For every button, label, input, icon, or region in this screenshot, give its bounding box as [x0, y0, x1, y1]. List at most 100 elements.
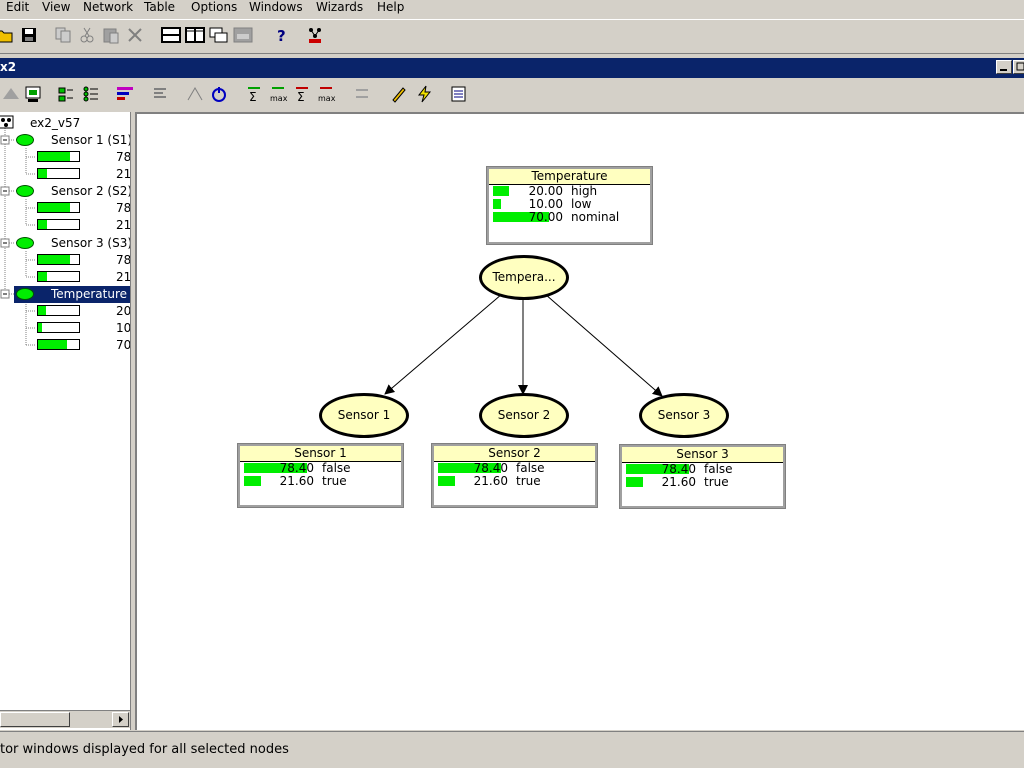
align-button[interactable]	[150, 83, 172, 105]
node-temperature[interactable]: Tempera...	[479, 255, 569, 300]
network-canvas[interactable]: Temperature 20.00 high 10.00 low 70.00 n…	[135, 112, 1024, 730]
tree-bar-sensor-1-false	[37, 151, 80, 162]
print-button[interactable]	[22, 83, 44, 105]
menu-edit[interactable]: Edit	[6, 0, 30, 14]
max-propagate-button[interactable]: max	[268, 83, 290, 105]
collapse-tree-button[interactable]	[80, 83, 102, 105]
tree-bar-sensor-2-false	[37, 202, 80, 213]
layout-icon	[187, 87, 203, 101]
window-icon	[233, 27, 253, 43]
cascade-button[interactable]	[208, 24, 230, 46]
sum-normal-button[interactable]: Σ	[292, 83, 314, 105]
svg-text:Σ: Σ	[249, 90, 257, 103]
tree-root-label[interactable]: ex2_v57	[30, 116, 81, 130]
sensor-2-monitor[interactable]: Sensor 2 78.40 false 21.60 true	[431, 443, 598, 508]
disabled-action-button[interactable]	[352, 83, 374, 105]
tree-horizontal-scrollbar[interactable]	[0, 710, 130, 728]
report-button[interactable]	[448, 83, 470, 105]
network-wizard-button[interactable]	[304, 24, 326, 46]
tree-node-sensor-1[interactable]: Sensor 1 (S1)	[51, 133, 131, 147]
temperature-monitor[interactable]: Temperature 20.00 high 10.00 low 70.00 n…	[486, 166, 653, 245]
state-label: false	[704, 462, 733, 476]
monitor-icon	[25, 86, 41, 102]
sensor-3-monitor[interactable]: Sensor 3 78.40 false 21.60 true	[619, 444, 786, 509]
menu-view[interactable]: View	[42, 0, 71, 14]
node-sensor-3[interactable]: Sensor 3	[639, 393, 729, 438]
restore-button[interactable]	[1013, 60, 1024, 74]
minimize-button[interactable]	[996, 60, 1012, 74]
state-label: nominal	[571, 210, 620, 224]
node-chance-icon	[16, 134, 34, 146]
split-vertical-icon	[185, 27, 205, 43]
monitor-row: 21.60 true	[240, 475, 401, 488]
pencil-icon	[392, 87, 406, 103]
tree-value: 20	[116, 304, 131, 318]
menu-table[interactable]: Table	[144, 0, 176, 14]
edge-temperature-sensor-3	[544, 293, 663, 397]
disabled-arrows-icon	[356, 89, 368, 98]
paste-button[interactable]	[100, 24, 122, 46]
tree-node-sensor-3[interactable]: Sensor 3 (S3)	[51, 236, 131, 250]
node-tree-pane[interactable]: ex2_v57 Sensor 1 (S1) 78 21 Sensor 2 (S2…	[0, 112, 131, 730]
sensor-1-monitor[interactable]: Sensor 1 78.40 false 21.60 true	[237, 443, 404, 508]
scrollbar-thumb[interactable]	[0, 712, 70, 727]
lightning-button[interactable]	[414, 83, 436, 105]
menu-wizards[interactable]: Wizards	[316, 0, 364, 14]
state-label: true	[516, 474, 541, 488]
layout-button[interactable]	[184, 83, 206, 105]
tree-bar-sensor-1-true	[37, 168, 80, 179]
document-title-bar: x2	[0, 58, 1024, 78]
tree-node-sensor-2[interactable]: Sensor 2 (S2)	[51, 184, 131, 198]
probability-value: 21.60	[661, 475, 696, 489]
probability-value: 10.00	[528, 197, 563, 211]
node-sensor-1[interactable]: Sensor 1	[319, 393, 409, 438]
retract-button[interactable]	[208, 83, 230, 105]
probability-value: 20.00	[528, 184, 563, 198]
document-title: x2	[0, 60, 17, 74]
state-label: high	[571, 184, 598, 198]
pencil-button[interactable]	[388, 83, 410, 105]
probability-value: 70.00	[528, 210, 563, 224]
monitor-row: 10.00 low	[489, 198, 650, 211]
compile-icon	[3, 88, 19, 99]
tree-bar-temperature-nominal	[37, 339, 80, 350]
expand-tree-button[interactable]	[56, 83, 78, 105]
delete-button[interactable]	[124, 24, 146, 46]
menu-windows[interactable]: Windows	[249, 0, 303, 14]
menu-options[interactable]: Options	[191, 0, 238, 14]
bar-chart-icon	[117, 87, 133, 100]
tree-value: 10	[116, 321, 131, 335]
tree-value: 21	[116, 270, 131, 284]
split-horizontal-icon	[161, 27, 181, 43]
status-bar: tor windows displayed for all selected n…	[0, 731, 1024, 768]
monitor-row: 78.40 false	[240, 462, 401, 475]
menu-help[interactable]: Help	[377, 0, 405, 14]
split-horizontal-button[interactable]	[160, 24, 182, 46]
help-button[interactable]: ?	[270, 24, 292, 46]
svg-text:Σ: Σ	[297, 90, 305, 103]
sum-propagate-icon: Σ	[248, 87, 260, 103]
network-toolbar: Σ max Σ max	[0, 78, 1024, 112]
sum-propagate-button[interactable]: Σ	[244, 83, 266, 105]
menu-network[interactable]: Network	[83, 0, 134, 14]
split-vertical-button[interactable]	[184, 24, 206, 46]
window-button[interactable]	[232, 24, 254, 46]
monitor-row: 70.00 nominal	[489, 211, 650, 224]
open-button[interactable]	[0, 24, 16, 46]
state-label: false	[322, 461, 351, 475]
compile-button[interactable]	[0, 83, 22, 105]
copy-button[interactable]	[52, 24, 74, 46]
tree-value: 78	[116, 150, 131, 164]
save-button[interactable]	[18, 24, 40, 46]
max-normal-button[interactable]: max	[316, 83, 338, 105]
scroll-right-button[interactable]	[112, 712, 129, 727]
bar-chart-button[interactable]	[114, 83, 136, 105]
lightning-icon	[417, 85, 432, 103]
retract-icon	[212, 87, 226, 102]
state-label: true	[704, 475, 729, 489]
node-sensor-2[interactable]: Sensor 2	[479, 393, 569, 438]
tree-lines	[0, 128, 36, 346]
probability-bar	[244, 463, 307, 473]
tree-node-temperature[interactable]: Temperature	[51, 287, 128, 301]
cut-button[interactable]	[76, 24, 98, 46]
